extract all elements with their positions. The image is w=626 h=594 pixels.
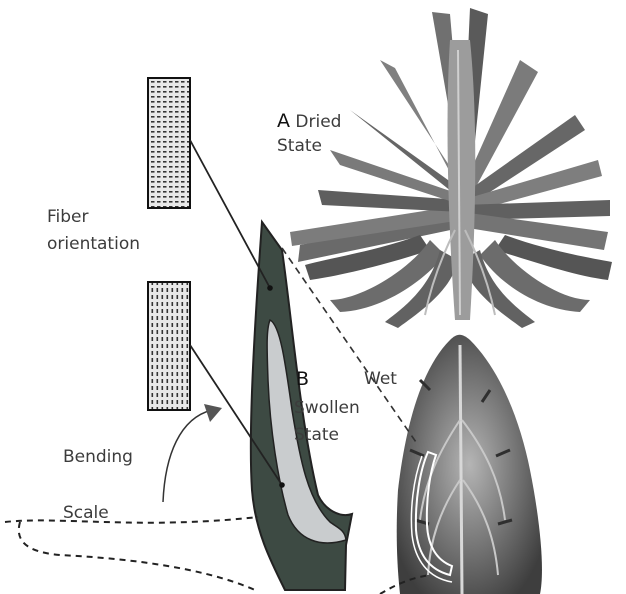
label-dried: A Dried	[277, 110, 341, 133]
label-scale: Scale	[63, 502, 109, 524]
label-fiber: Fiber	[47, 206, 89, 228]
label-b-letter: B	[296, 368, 309, 391]
dried-cone-photo	[290, 8, 612, 328]
connector-dot-swollen	[279, 482, 285, 488]
cone-outline-lower	[19, 522, 255, 590]
fiber-box-dried	[148, 78, 190, 208]
label-swollen: Swollen	[294, 397, 360, 419]
label-dried-state: State	[277, 135, 322, 157]
fiber-box-swollen	[148, 282, 190, 410]
label-bending: Bending	[63, 446, 133, 468]
label-wet: Wet	[364, 368, 397, 390]
bending-arrow	[163, 410, 212, 502]
label-orientation: orientation	[47, 233, 140, 255]
bending-arrowhead	[204, 404, 222, 422]
connector-dot-dried	[267, 285, 273, 291]
connector-line-dried	[190, 140, 270, 288]
cone-outline-upper	[5, 517, 258, 523]
wet-cone-photo	[397, 335, 542, 594]
label-swollen-state: State	[294, 424, 339, 446]
